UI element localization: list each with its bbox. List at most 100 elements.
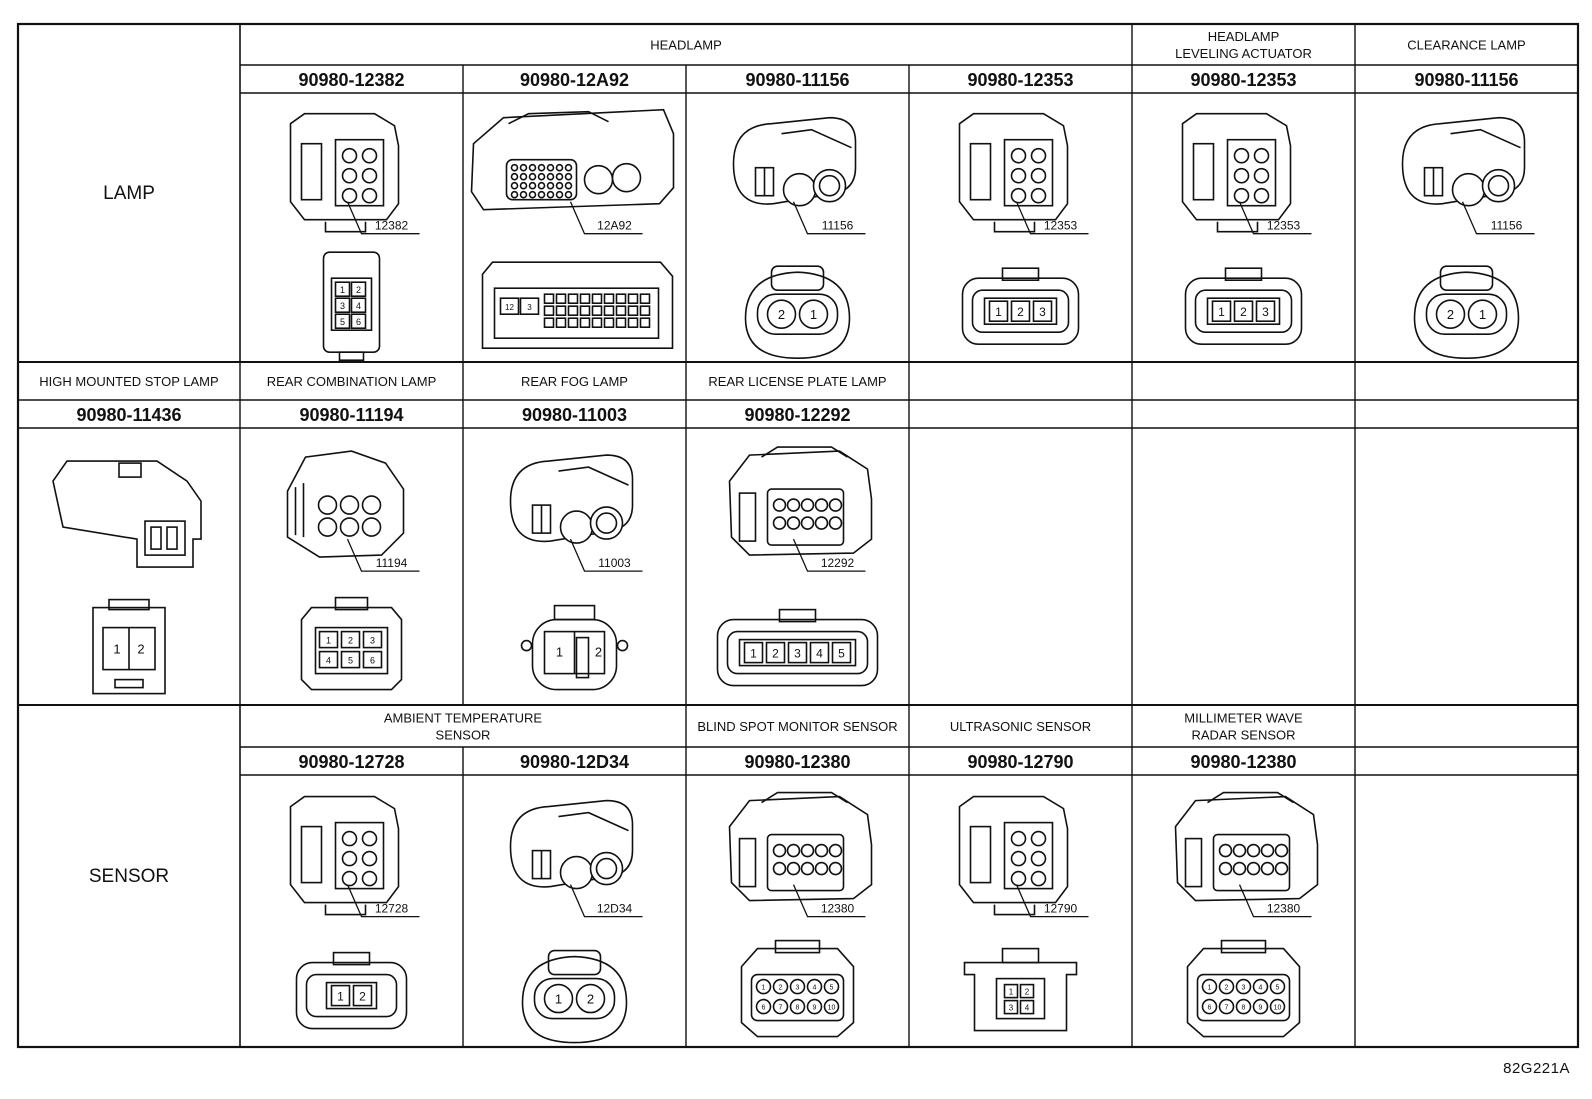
pin-number: 10 — [1274, 1005, 1282, 1012]
connector-group: REAR LICENSE PLATE LAMP90980-12292122921… — [708, 362, 910, 705]
connector-body — [52, 460, 202, 568]
connector-12728-icon: 12728 — [289, 795, 420, 918]
connector-body — [728, 791, 873, 902]
part-number: 90980-12728 — [298, 752, 404, 772]
connector-11156-icon: 11156 — [732, 116, 866, 235]
leader-line — [1238, 201, 1312, 235]
pin-number: 3 — [1262, 305, 1269, 319]
pin-number: 3 — [370, 636, 375, 646]
connector-12380-icon: 12380 — [1174, 791, 1319, 918]
leader-line — [569, 884, 643, 918]
leader-line — [346, 201, 420, 235]
section-label: SENSOR — [89, 866, 169, 887]
pin-number: 1 — [556, 645, 563, 660]
group-title: RADAR SENSOR — [1191, 728, 1295, 743]
part-number: 90980-12D34 — [520, 752, 629, 772]
connector-body — [509, 454, 634, 544]
callout-label: 12790 — [1044, 902, 1078, 916]
pin-number: 2 — [778, 307, 785, 322]
group-title: MILLIMETER WAVE — [1184, 711, 1303, 726]
callout-label: 12292 — [821, 556, 855, 570]
pin-number: 6 — [370, 656, 375, 666]
part-number: 90980-12353 — [1190, 70, 1296, 90]
pin-number: 3 — [1242, 985, 1246, 992]
callout-label: 11156 — [1491, 219, 1523, 233]
pin-number: 2 — [595, 645, 602, 660]
callout-label: 12380 — [1267, 902, 1301, 916]
pin-number: 7 — [779, 1005, 783, 1012]
connector-body — [958, 795, 1069, 916]
pin-number: 2 — [587, 992, 594, 1007]
pin-number: 1 — [762, 985, 766, 992]
pin-number: 5 — [340, 317, 345, 327]
connector-body — [470, 108, 675, 211]
leader-line — [1015, 201, 1089, 235]
group-title: HEADLAMP — [1208, 29, 1280, 44]
connector-12353-icon: 12353 — [958, 112, 1089, 235]
part-number: 90980-12380 — [1190, 752, 1296, 772]
pin-number: 3 — [1009, 1004, 1014, 1013]
pin-number: 2 — [348, 636, 353, 646]
group-title: REAR FOG LAMP — [521, 374, 628, 389]
group-title: BLIND SPOT MONITOR SENSOR — [697, 719, 897, 734]
leader-line — [569, 538, 643, 572]
pin-number: 3 — [796, 985, 800, 992]
connector-body — [958, 112, 1069, 233]
pin-number: 1 — [810, 307, 817, 322]
pin-number: 5 — [348, 656, 353, 666]
table-frame — [16, 22, 1580, 1049]
pin-number: 12 — [505, 303, 514, 312]
connector-group: AMBIENT TEMPERATURESENSOR90980-127281272… — [289, 705, 687, 1047]
pin-number: 2 — [1225, 985, 1229, 992]
leader-line — [792, 538, 866, 572]
part-number: 90980-11436 — [76, 405, 181, 425]
connector-body — [1181, 112, 1292, 233]
connector-body — [1401, 116, 1526, 207]
pin-number: 4 — [1259, 985, 1263, 992]
section-label: LAMP — [103, 183, 155, 204]
connector-12353-icon: 12353 — [1181, 112, 1312, 235]
connector-body — [1174, 791, 1319, 902]
connector-11156-icon: 11156 — [1401, 116, 1535, 235]
pin-number: 4 — [1025, 1004, 1030, 1013]
pin-number: 2 — [359, 990, 366, 1004]
callout-label: 11194 — [376, 556, 408, 570]
pin-number: 4 — [816, 647, 823, 661]
pin-number: 4 — [356, 301, 361, 311]
pin-number: 1 — [555, 992, 562, 1007]
pin-number: 6 — [356, 317, 361, 327]
pin-number: 9 — [813, 1005, 817, 1012]
pin-number: 8 — [1242, 1005, 1246, 1012]
connector-12790-icon: 12790 — [958, 795, 1089, 918]
connector-group: MILLIMETER WAVE RADAR SENSOR 90980-12380 12… — [1174, 705, 1356, 1047]
connector-12380-icon: 12380 — [728, 791, 873, 918]
part-number: 90980-11003 — [522, 405, 627, 425]
leader-line — [792, 884, 866, 918]
callout-label: 11003 — [598, 556, 631, 570]
